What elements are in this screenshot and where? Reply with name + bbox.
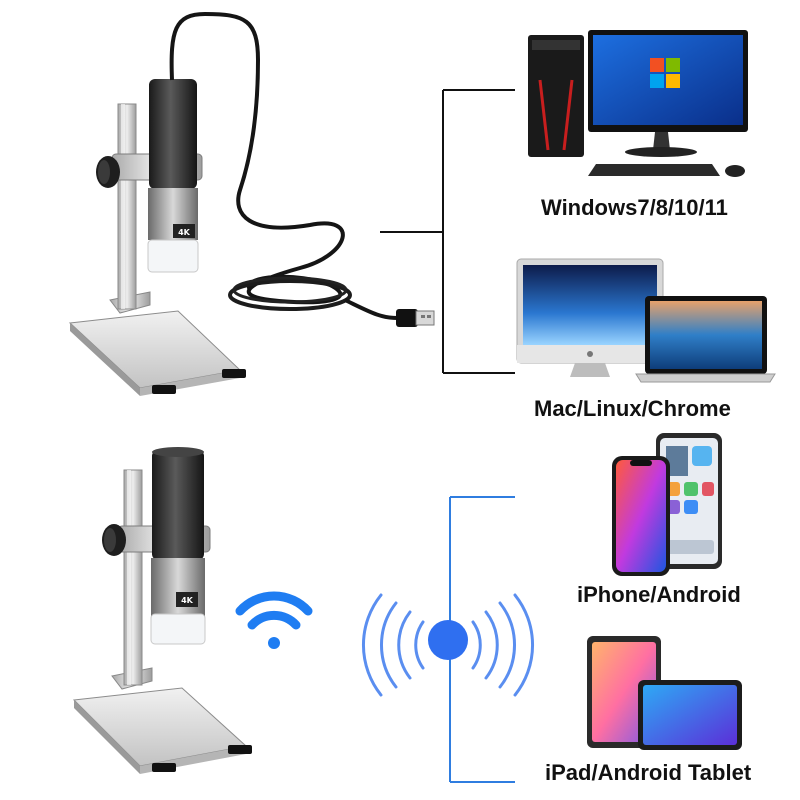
wireless-microscope: 4K bbox=[72, 447, 252, 774]
platform-label-windows: Windows7/8/10/11 bbox=[541, 195, 728, 220]
platform-label-tablet: iPad/Android Tablet bbox=[545, 760, 752, 785]
wireless-signal-icon bbox=[362, 593, 534, 697]
wired-connector-lines bbox=[380, 89, 515, 374]
windows-pc-illustration bbox=[528, 30, 748, 177]
platform-label-mac: Mac/Linux/Chrome bbox=[534, 396, 731, 421]
signal-hub-dot bbox=[428, 620, 468, 660]
wireless-connector-lines bbox=[428, 496, 515, 783]
badge-4k-bottom: 4K bbox=[181, 596, 194, 605]
mac-laptop-illustration bbox=[516, 258, 776, 383]
usb-plug-icon bbox=[396, 309, 435, 327]
tablets-illustration bbox=[587, 636, 742, 750]
badge-4k-top: 4K bbox=[178, 228, 191, 237]
wired-microscope: 4K bbox=[68, 11, 435, 396]
platform-label-phone: iPhone/Android bbox=[577, 582, 741, 607]
phones-illustration bbox=[612, 433, 722, 576]
wifi-icon bbox=[235, 591, 313, 649]
